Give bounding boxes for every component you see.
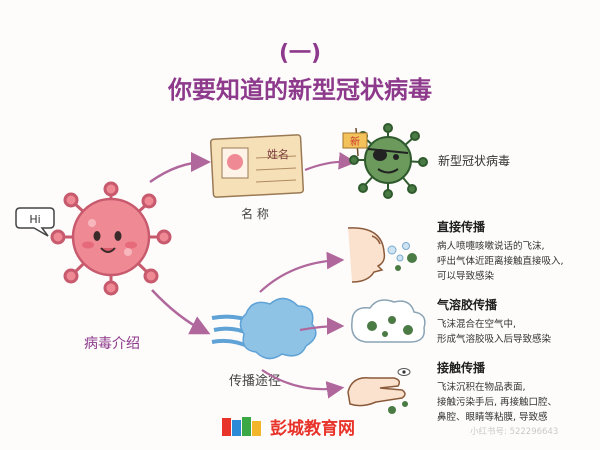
arrow-to-aerosol [299, 317, 345, 335]
contact-spread-title: 接触传播 [437, 360, 486, 375]
footer-brand: 彭城教育网 [270, 418, 355, 439]
arrow-to-virus-name [304, 152, 357, 172]
arrow-to-name [149, 152, 211, 184]
spread-label: 传播途径 [229, 373, 281, 389]
page-title: 你要知道的新型冠状病毒 [167, 76, 432, 104]
aerosol-spread-line-2: 形成气溶胶吸入后导致感染 [437, 333, 552, 345]
new-flag-icon [342, 127, 368, 157]
direct-spread-line-3: 可以导致感染 [437, 270, 495, 282]
name-label: 名 称 [241, 206, 269, 221]
contact-spread-line-1: 飞沫沉积在物品表面, [437, 381, 526, 393]
direct-spread-line-2: 呼出气体近距离接触直接吸入, [437, 255, 564, 267]
speech-bubble: Hi [15, 207, 55, 237]
footer-watermark: 小红书号: 522296643 [470, 426, 558, 437]
arrow-to-contact [261, 369, 345, 399]
speech-bubble-text: Hi [29, 213, 40, 226]
arrow-to-spread [151, 289, 211, 335]
contact-spread-line-2: 接触污染手后, 再接触口腔、 [437, 396, 557, 408]
wind-cloud-icon [211, 297, 317, 360]
direct-spread-title: 直接传播 [437, 219, 486, 234]
arrow-to-direct [259, 251, 345, 293]
aerosol-spread-line-1: 飞沫混合在空气中, [437, 318, 516, 330]
new-flag-text: 新 [350, 135, 360, 148]
virus-intro-label: 病毒介绍 [84, 336, 140, 352]
sneeze-face-icon [347, 227, 417, 283]
name-card-icon [209, 134, 305, 198]
books-logo-icon [222, 417, 261, 436]
virus-name-text: 新型冠状病毒 [438, 153, 510, 168]
green-coronavirus-icon [349, 123, 428, 199]
aerosol-cloud-icon [351, 299, 426, 343]
section-number: (一) [279, 41, 321, 66]
hand-touch-icon [347, 368, 411, 414]
name-card-text: 姓名 [267, 147, 289, 161]
direct-spread-line-1: 病人喷嚏咳嗽说话的飞沫, [437, 240, 545, 252]
mascot-virus-icon [50, 181, 172, 296]
contact-spread-line-3: 鼻腔、眼睛等粘膜, 导致感 [437, 411, 548, 423]
aerosol-spread-title: 气溶胶传播 [436, 297, 498, 312]
